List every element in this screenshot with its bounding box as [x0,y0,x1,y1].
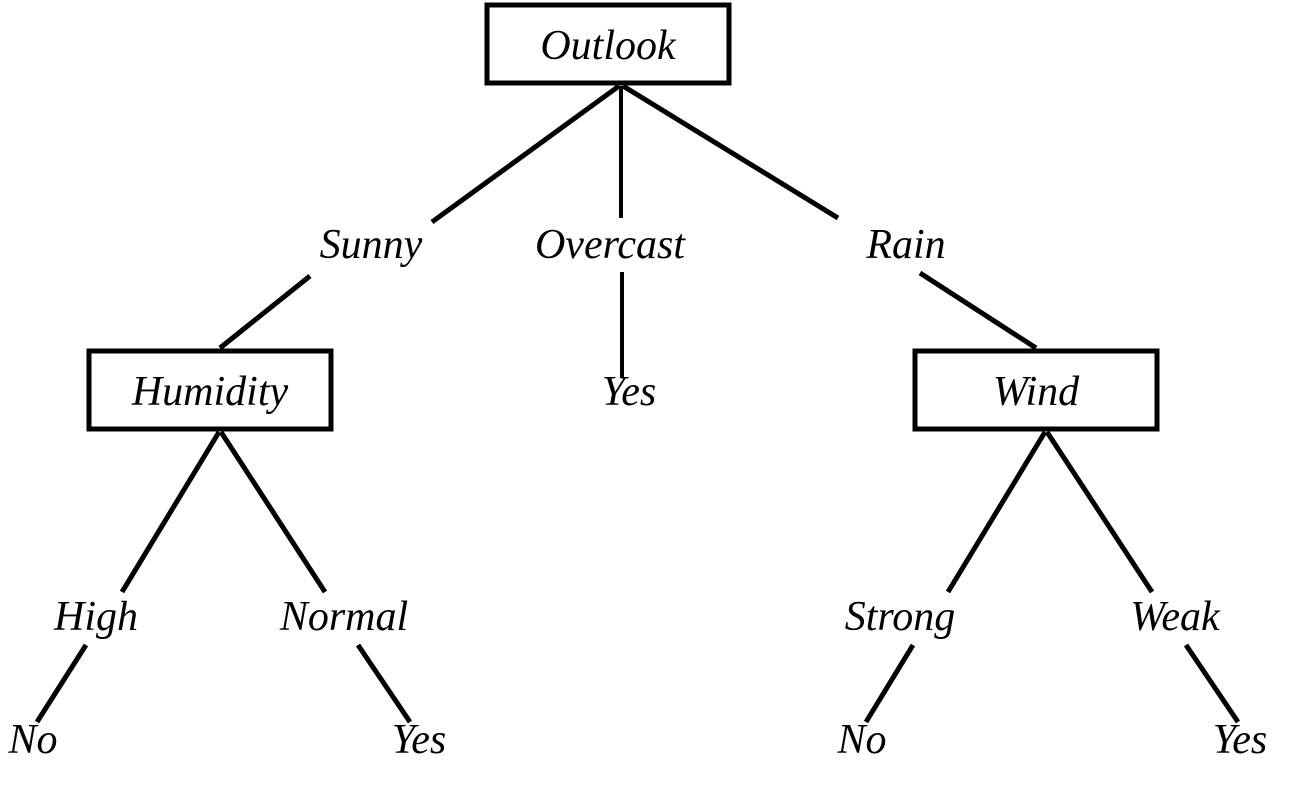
edge-humidity-to-no-lower [34,643,89,724]
edge-wind-to-weak-upper [1044,430,1155,594]
leaf-weak-yes: Yes [1213,717,1268,763]
branch-label-weak: Weak [1130,594,1221,640]
node-box-outlook[interactable] [484,2,732,86]
edge-humidity-to-high-upper [119,430,222,594]
node-box-wind[interactable] [912,348,1160,432]
leaf-label-group: Yes No Yes No Yes [7,369,1267,763]
node-label-humidity: Humidity [131,369,289,415]
branch-label-rain: Rain [865,222,945,268]
edge-humidity-to-yes-lower [355,643,413,724]
branch-label-normal: Normal [279,594,408,640]
node-wind[interactable]: Wind [912,348,1160,432]
edge-humidity-to-normal-upper [218,430,328,594]
edge-root-to-humidity-lower [218,274,312,350]
edge-root-to-wind-upper [621,83,840,221]
leaf-high-no: No [7,717,57,763]
branch-label-overcast: Overcast [535,222,686,268]
edge-root-to-humidity-upper [430,83,621,225]
branch-label-strong: Strong [845,594,955,640]
branch-label-sunny: Sunny [320,222,423,268]
node-label-outlook: Outlook [540,23,677,69]
edge-wind-to-yes-lower [1183,643,1241,724]
leaf-normal-yes: Yes [392,717,447,763]
node-root-outlook[interactable]: Outlook [484,2,732,86]
edge-group [34,83,1241,724]
leaf-strong-no: No [836,717,886,763]
node-label-wind: Wind [993,369,1080,415]
leaf-overcast-yes: Yes [602,369,657,415]
edge-wind-to-strong-upper [945,430,1048,594]
edge-root-to-wind-lower [918,270,1038,351]
node-humidity[interactable]: Humidity [86,348,334,432]
branch-label-high: High [53,594,138,640]
branch-label-group: Sunny Overcast Rain High Normal Strong W… [53,222,1221,640]
edge-wind-to-no-lower [863,643,916,724]
node-box-humidity[interactable] [86,348,334,432]
